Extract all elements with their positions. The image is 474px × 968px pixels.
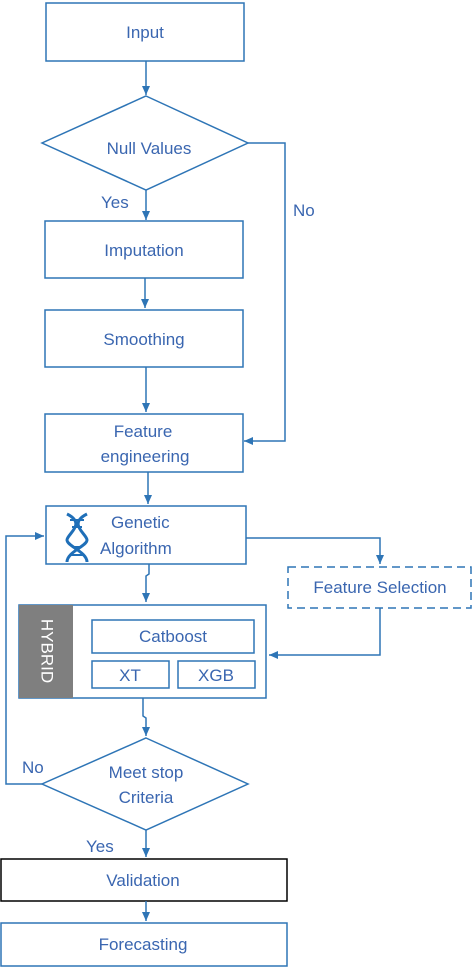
xgb-label: XGB [198, 666, 234, 685]
edge-hybrid-stop [142, 698, 150, 736]
edge-genetic-hybrid [142, 564, 150, 602]
imputation-label: Imputation [104, 241, 183, 260]
null-no-label: No [293, 201, 315, 220]
genetic-algorithm-label-line2: Algorithm [100, 539, 172, 558]
validation-label: Validation [106, 871, 179, 890]
feature-engineering-label-line1: Feature [114, 422, 173, 441]
edge-genetic-feature-selection [246, 537, 384, 564]
xt-box: XT [91, 660, 170, 689]
forecasting-box: Forecasting [0, 922, 288, 967]
xgb-box: XGB [177, 660, 256, 689]
stop-no-label: No [22, 758, 44, 777]
null-values-decision: Null Values [40, 95, 250, 191]
hybrid-label: HYBRID [38, 619, 57, 683]
catboost-box: Catboost [91, 619, 255, 654]
hybrid-model-box: HYBRID Catboost XT XGB [18, 604, 267, 699]
feature-selection-label: Feature Selection [313, 578, 446, 597]
edge-null-no [244, 142, 286, 445]
feature-engineering-label-line2: engineering [101, 447, 190, 466]
dna-icon [65, 512, 89, 563]
stop-yes-label: Yes [86, 837, 114, 856]
null-values-label: Null Values [107, 139, 192, 158]
smoothing-box: Smoothing [44, 309, 244, 368]
meet-stop-label-line1: Meet stop [109, 763, 184, 782]
feature-engineering-box: Feature engineering [44, 413, 244, 473]
validation-box: Validation [0, 858, 288, 902]
feature-selection-box: Feature Selection [287, 566, 472, 609]
genetic-algorithm-box: Genetic Algorithm [45, 505, 247, 565]
null-yes-label: Yes [101, 193, 129, 212]
xt-label: XT [119, 666, 141, 685]
input-label: Input [126, 23, 164, 42]
catboost-label: Catboost [139, 627, 207, 646]
edge-feature-selection-hybrid [269, 608, 381, 659]
smoothing-label: Smoothing [103, 330, 184, 349]
edge-stop-no-loop [5, 532, 44, 785]
genetic-algorithm-label-line1: Genetic [111, 513, 170, 532]
meet-stop-criteria-decision: Meet stop Criteria [40, 737, 250, 831]
forecasting-label: Forecasting [99, 935, 188, 954]
meet-stop-label-line2: Criteria [119, 788, 174, 807]
input-box: Input [45, 2, 245, 62]
imputation-box: Imputation [44, 220, 244, 279]
